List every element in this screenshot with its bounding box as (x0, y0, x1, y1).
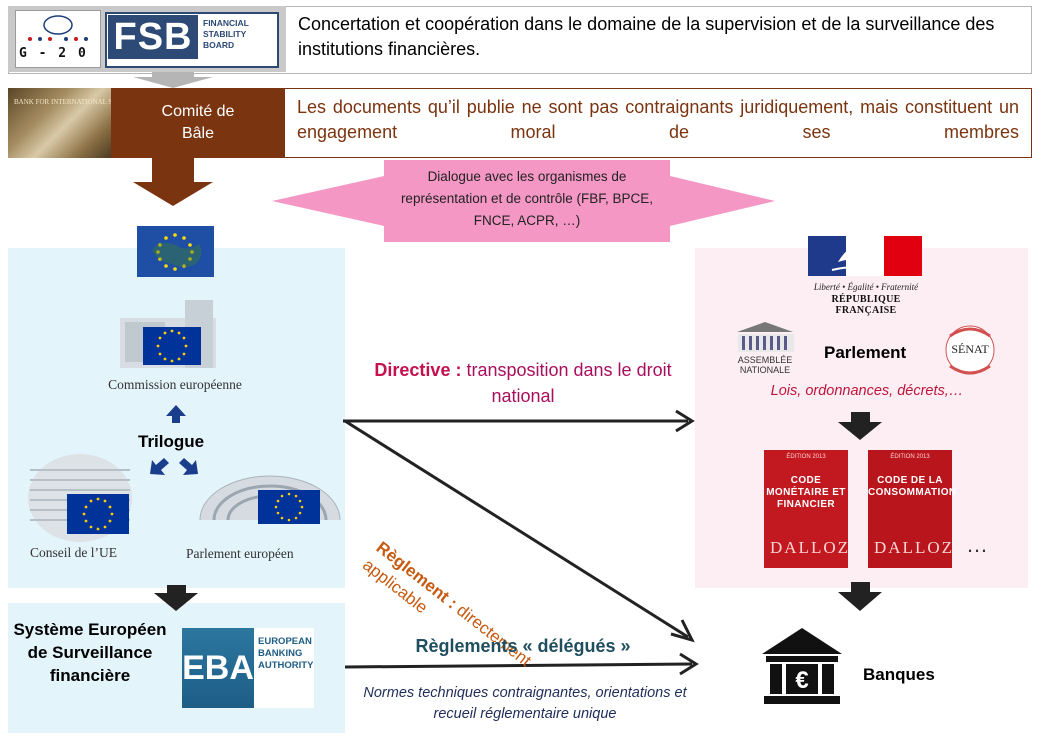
bank-icon: € (762, 628, 842, 704)
directive-bold: Directive : (374, 360, 462, 380)
parlement-label: Parlement (824, 343, 907, 362)
delegues-label: Règlements « délégués » (415, 636, 631, 656)
senat-label: SÉNAT (951, 342, 989, 356)
g20-dots-icon (28, 15, 88, 41)
fsb-logo: FSB FINANCIAL STABILITY BOARD (105, 12, 279, 68)
basel-label-text: Comité de Bâle (161, 103, 235, 142)
code-consommation-book: ÉDITION 2013 CODE DE LA CONSOMMATION DAL… (868, 450, 957, 568)
book2-title: CODE DE LA CONSOMMATION (868, 475, 957, 498)
basel-description: Les documents qu’il publie ne sont pas c… (297, 97, 1019, 142)
code-monetaire-book: ÉDITION 2013 CODE MONÉTAIRE ET FINANCIER… (764, 450, 848, 568)
bis-photo-text: BANK FOR INTERNATIONAL SETTLEMENTS (14, 98, 158, 106)
trilogue-arrow-left (150, 458, 169, 475)
trilogue-label: Trilogue (138, 432, 205, 451)
eba-abbr: EBA (182, 628, 254, 708)
arrow-reglement (344, 419, 689, 639)
council-building-icon (28, 454, 132, 542)
senat-icon (945, 325, 995, 375)
trilogue-arrow-up (166, 405, 186, 423)
dialogue-box (384, 160, 670, 242)
book2-edition: ÉDITION 2013 (890, 454, 930, 460)
g20-logo (15, 10, 101, 68)
fsb-abbr: FSB (108, 15, 198, 59)
svg-text:€: € (795, 667, 808, 694)
directive-rest: transposition dans le droit national (466, 360, 672, 406)
more-ellipsis: … (966, 532, 990, 557)
eu-flag-stars (156, 233, 194, 271)
trilogue-arrow-right (179, 458, 198, 475)
arrow-down-parlement (838, 412, 882, 440)
arrow-down-ssm (154, 585, 198, 611)
arrow-down-banques (838, 582, 882, 611)
book1-title: CODE MONÉTAIRE ET FINANCIER (766, 475, 846, 510)
bis-photo (8, 88, 111, 158)
commission-label: Commission européenne (108, 377, 242, 392)
banques-label: Banques (863, 665, 935, 684)
arrow-double-pink-right (670, 176, 775, 226)
arrow-down-brown (133, 158, 213, 206)
conseil-label: Conseil de l’UE (30, 545, 117, 560)
normes-label: Normes techniques contraignantes, orient… (363, 685, 687, 722)
book2-brand: DALLOZ (874, 538, 954, 557)
basel-committee-label: Comité de Bâle (111, 88, 285, 158)
republique-motto: Liberté • Égalité • Fraternité (813, 282, 919, 292)
book1-edition: ÉDITION 2013 (786, 454, 826, 460)
dialogue-text: Dialogue avec les organismes de représen… (400, 169, 654, 228)
arrow-down-grey (133, 72, 213, 88)
book1-brand: DALLOZ (770, 538, 850, 557)
eba-name: EUROPEAN BANKING AUTHORITY (258, 636, 314, 671)
eba-logo: EBA EUROPEAN BANKING AUTHORITY (182, 628, 314, 708)
marianne-flag-icon (808, 236, 922, 276)
arrow-double-pink (272, 176, 384, 226)
commission-building-icon (120, 300, 216, 368)
directive-label: Directive : transposition dans le droit … (373, 357, 673, 409)
lois-text: Lois, ordonnances, décrets,… (770, 383, 964, 399)
fsb-description: Concertation et coopération dans le doma… (298, 14, 995, 59)
republique-name: RÉPUBLIQUE FRANÇAISE (831, 294, 901, 316)
parlement-europeen-label: Parlement européen (186, 546, 294, 561)
assemblee-label: ASSEMBLÉE NATIONALE (737, 355, 793, 375)
g20-label: G - 2 0 (19, 46, 88, 61)
ssm-title: Système Européen de Surveillance financi… (13, 620, 167, 685)
assemblee-nationale-icon (737, 322, 794, 352)
fsb-name: FINANCIAL STABILITY BOARD (203, 18, 249, 50)
arrow-delegues (344, 662, 693, 669)
parliament-hemicycle-icon (199, 475, 341, 524)
